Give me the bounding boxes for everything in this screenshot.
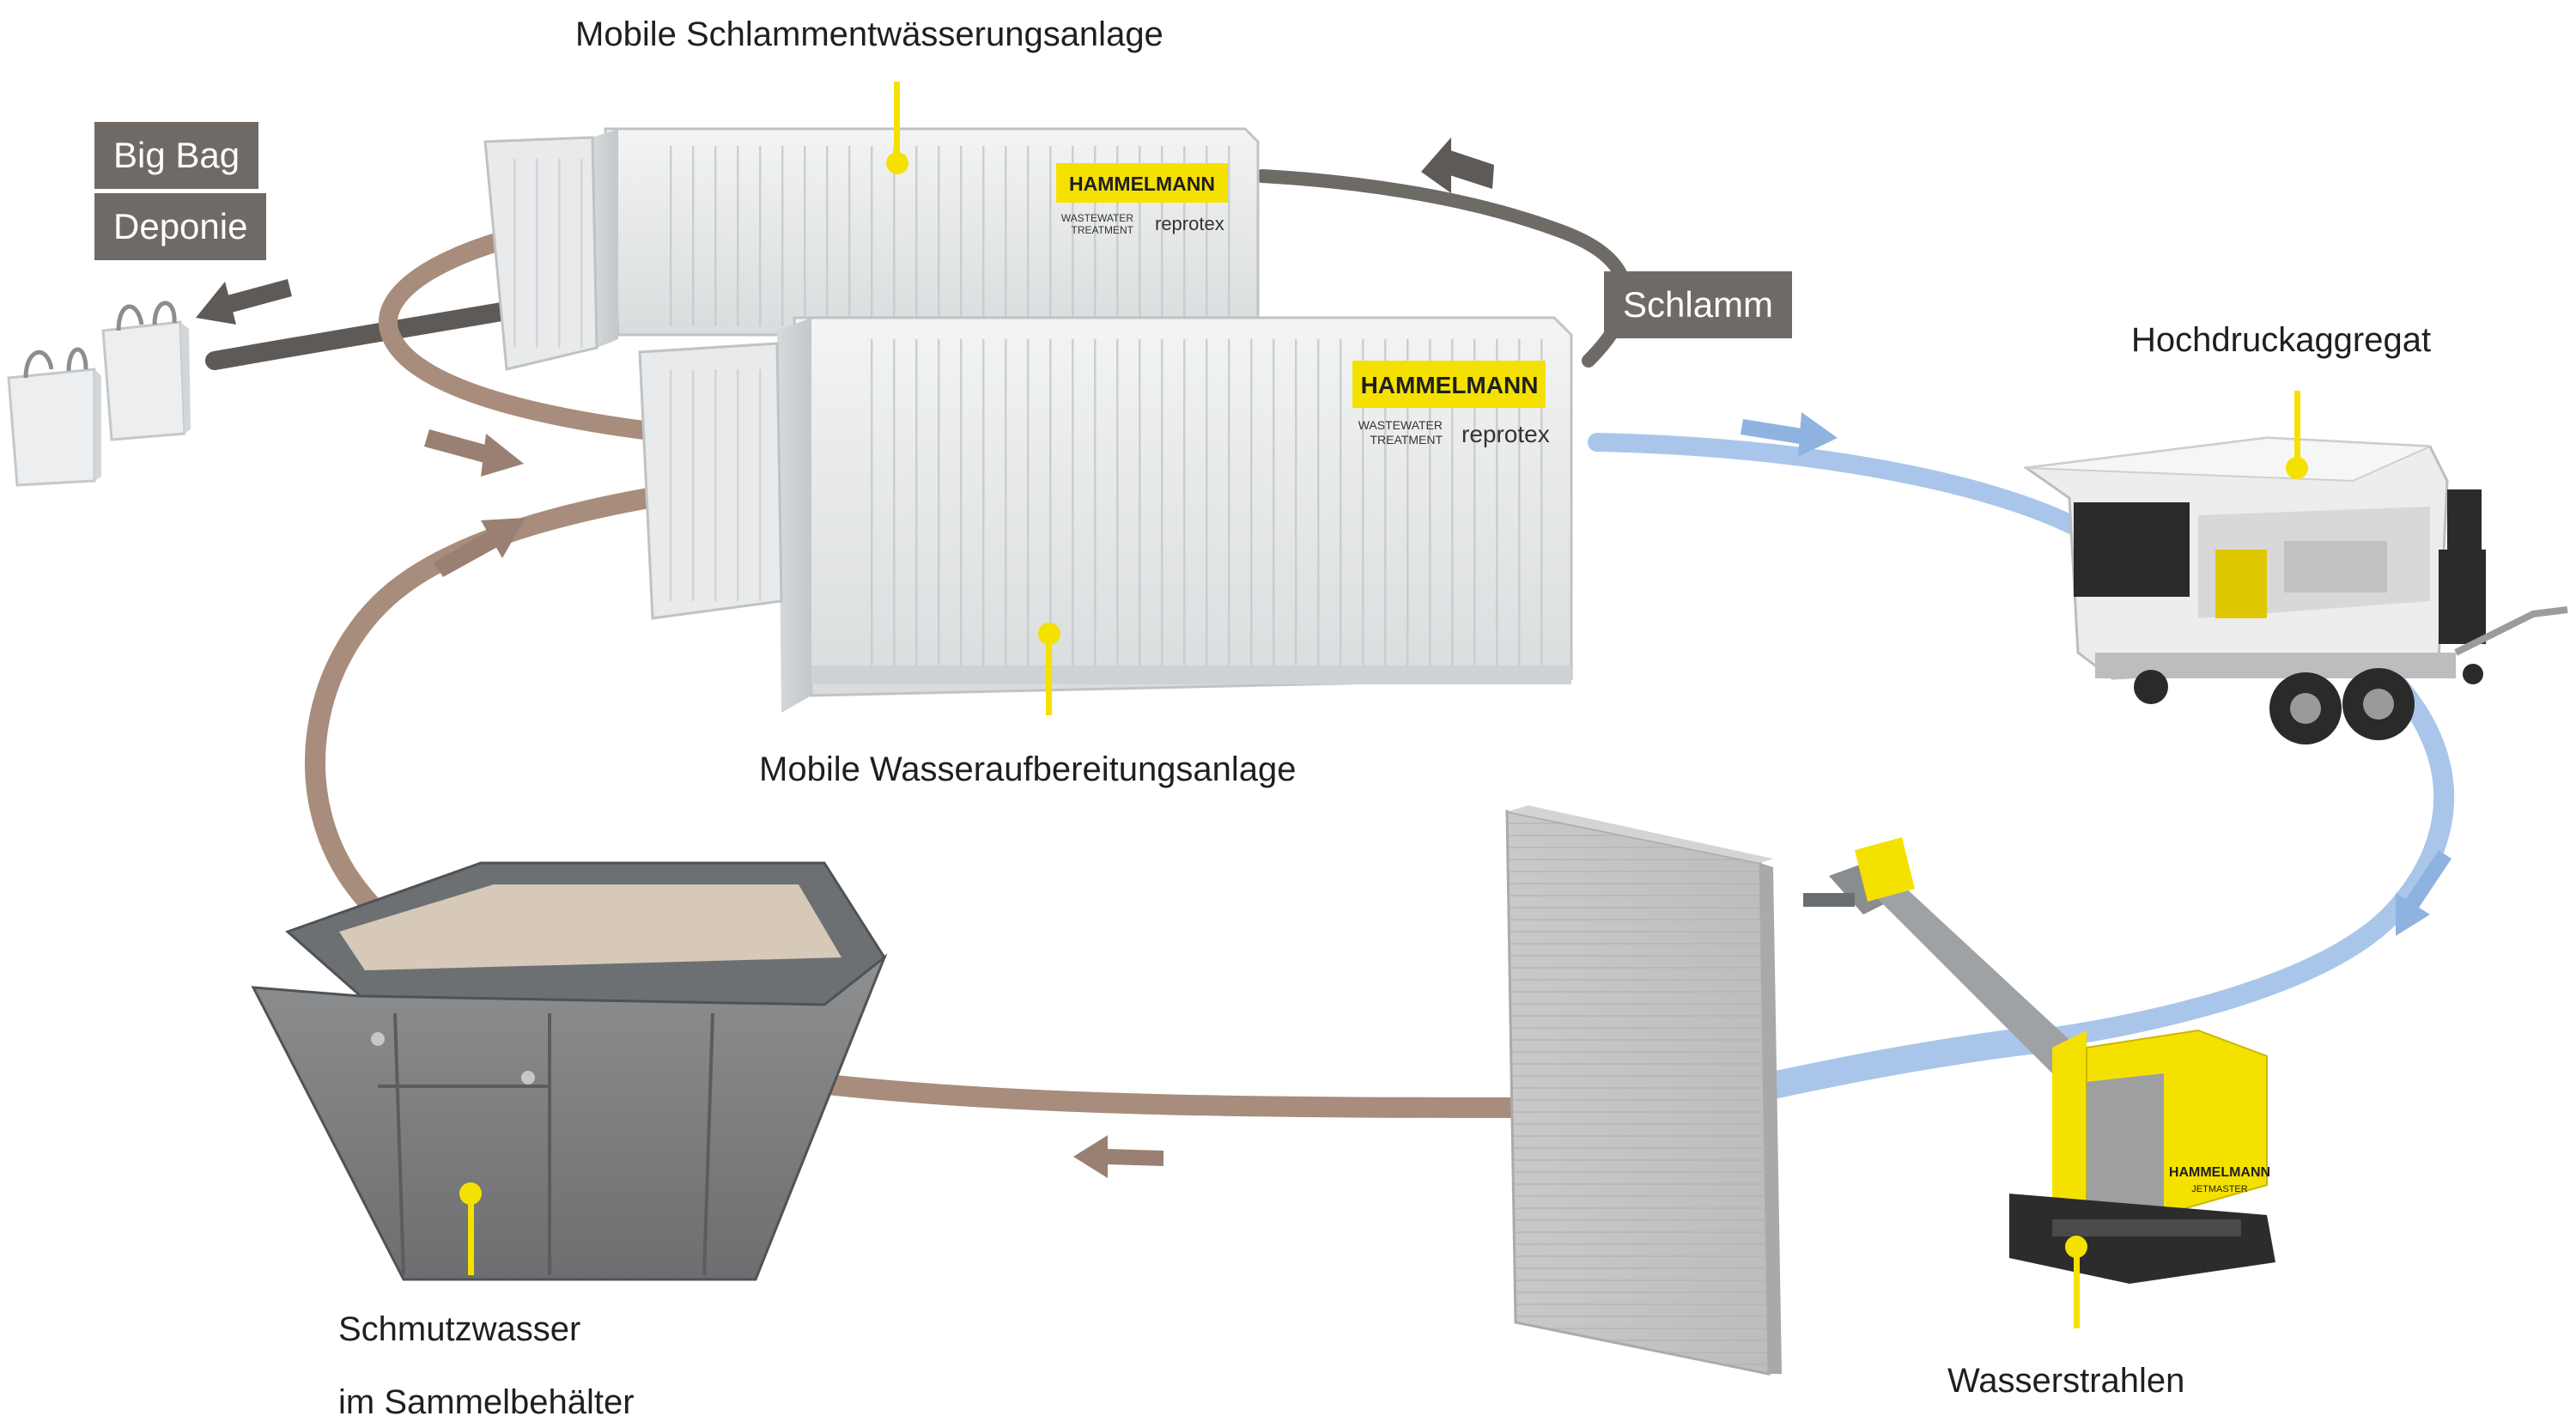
label-dirty-water-line1: Schmutzwasser xyxy=(338,1310,581,1348)
container-dewatering: HAMMELMANN WASTEWATER TREATMENT reprotex xyxy=(483,127,1260,371)
label-water-jetting: Wasserstrahlen xyxy=(1947,1362,2185,1400)
marker-robot xyxy=(2065,1236,2087,1328)
label-high-pressure-unit: Hochdruckaggregat xyxy=(2131,321,2432,359)
flow-arrow-sludge xyxy=(1421,137,1494,193)
container1-logo: HAMMELMANN xyxy=(1069,173,1215,195)
flow-arrow-dirty-2 xyxy=(434,518,526,577)
label-water-treatment-plant: Mobile Wasseraufbereitungsanlage xyxy=(759,750,1297,788)
concrete-wall xyxy=(1505,805,1782,1376)
skip-container xyxy=(251,861,888,1281)
label-dewatering-plant: Mobile Schlammentwässerungsanlage xyxy=(575,15,1163,53)
robot-logo: HAMMELMANN xyxy=(2169,1165,2270,1180)
marker-treatment xyxy=(1038,623,1060,715)
flow-arrow-dirty-3 xyxy=(1073,1135,1163,1178)
container1-sub1: WASTEWATER xyxy=(1061,212,1134,224)
flow-arrow-bigbag xyxy=(196,279,292,325)
marker-high-pressure xyxy=(2286,391,2308,479)
big-bag-2 xyxy=(101,301,191,441)
flow-arrow-water-2 xyxy=(2396,850,2451,936)
label-dirty-water-line2: im Sammelbehälter xyxy=(338,1383,635,1421)
tag-landfill: Deponie xyxy=(94,193,267,260)
container1-partner: reprotex xyxy=(1155,213,1224,234)
marker-dewatering xyxy=(886,82,908,174)
high-pressure-unit xyxy=(2022,436,2568,744)
container2-logo: HAMMELMANN xyxy=(1361,372,1539,398)
clean-water-band-3 xyxy=(1755,1025,2057,1100)
tag-big-bag: Big Bag xyxy=(94,122,259,189)
marker-skip xyxy=(459,1182,482,1275)
clean-water-band-1 xyxy=(1588,433,2096,542)
robot-model: JETMASTER xyxy=(2191,1184,2247,1194)
container2-sub1: WASTEWATER xyxy=(1358,418,1443,432)
tag-sludge: Schlamm xyxy=(1604,271,1793,338)
big-bag-1 xyxy=(7,347,101,487)
flow-arrow-dirty-1 xyxy=(424,429,524,477)
container1-sub2: TREATMENT xyxy=(1072,224,1134,236)
container2-partner: reprotex xyxy=(1461,421,1550,447)
flow-arrow-water-1 xyxy=(1741,412,1838,457)
container2-sub2: TREATMENT xyxy=(1370,433,1443,447)
container-treatment: HAMMELMANN WASTEWATER TREATMENT reprotex xyxy=(638,316,1573,713)
jetmaster-robot: HAMMELMANN JETMASTER xyxy=(1803,837,2275,1284)
